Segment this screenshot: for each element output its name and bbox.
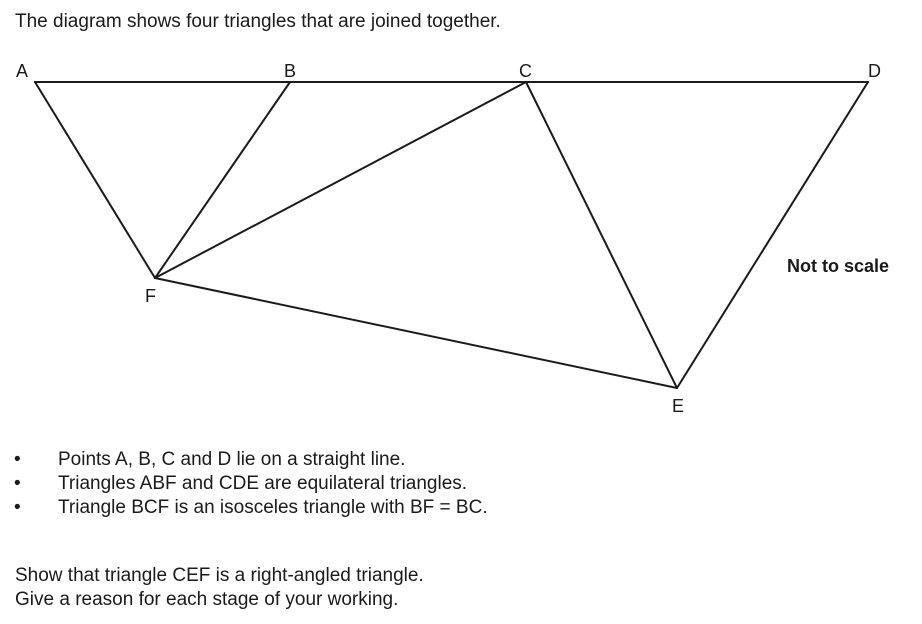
point-label-a: A (16, 61, 28, 81)
list-item: • Points A, B, C and D lie on a straight… (14, 448, 488, 472)
segment-af (34, 81, 156, 279)
bullet-icon: • (14, 473, 21, 494)
triangles-diagram: A B C D F E Not to scale (16, 61, 889, 416)
segment-de (676, 81, 869, 389)
segment-bf (154, 81, 291, 279)
bullet-icon: • (14, 497, 21, 518)
task-line-1: Show that triangle CEF is a right-angled… (15, 565, 424, 586)
list-item: • Triangles ABF and CDE are equilateral … (14, 472, 488, 496)
fact-text: Triangles ABF and CDE are equilateral tr… (58, 473, 468, 494)
point-label-d: D (868, 61, 881, 81)
not-to-scale-note: Not to scale (787, 256, 889, 276)
fact-text: Points A, B, C and D lie on a straight l… (58, 449, 406, 470)
facts-list: • Points A, B, C and D lie on a straight… (14, 448, 488, 520)
point-label-c: C (519, 61, 532, 81)
intro-text: The diagram shows four triangles that ar… (15, 11, 501, 32)
task-text: Show that triangle CEF is a right-angled… (15, 564, 424, 612)
segment-ce (525, 81, 678, 389)
segment-fe (154, 277, 678, 389)
list-item: • Triangle BCF is an isosceles triangle … (14, 496, 488, 520)
task-line-2: Give a reason for each stage of your wor… (15, 589, 399, 610)
point-label-f: F (145, 286, 156, 306)
bullet-icon: • (14, 449, 21, 470)
segment-cf (154, 81, 527, 279)
point-label-b: B (284, 61, 296, 81)
fact-text: Triangle BCF is an isosceles triangle wi… (58, 497, 488, 518)
point-label-e: E (672, 396, 684, 416)
